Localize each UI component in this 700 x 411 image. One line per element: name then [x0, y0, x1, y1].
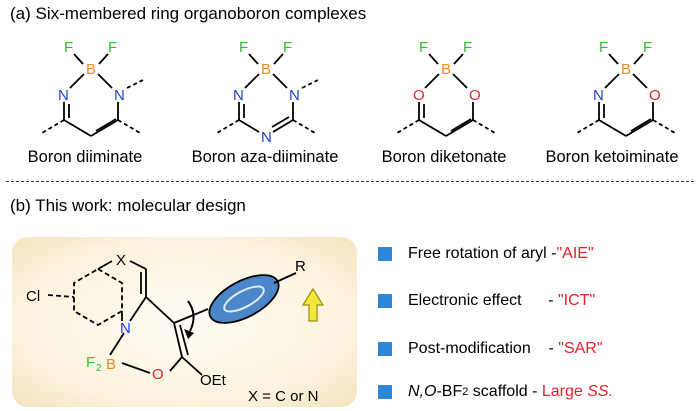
boron-atom: B	[261, 61, 271, 78]
feature-tag-italic: SS.	[587, 383, 614, 400]
fluorine-atom-1: F	[64, 39, 73, 56]
feature-item-ict: Electronic effect - "ICT"	[378, 290, 595, 312]
yellow-up-arrow-icon	[301, 287, 325, 322]
bullet-square-icon	[378, 294, 392, 308]
nitrogen-atom-right: N	[289, 87, 300, 104]
caption-boron-diketonate: Boron diketonate	[381, 148, 507, 166]
feature-text: Post-modification -	[408, 340, 559, 357]
fluorine-atom-2: F	[463, 39, 472, 56]
feature-prefix: -BF	[436, 383, 463, 400]
bullet-square-icon	[378, 385, 392, 399]
fluorine-atom-1: F	[239, 39, 248, 56]
feature-text: Free rotation of aryl -	[408, 245, 557, 262]
oet-group: OEt	[200, 372, 227, 389]
fluorine-atom-2: F	[643, 39, 652, 56]
caption-boron-aza-diiminate: Boron aza-diiminate	[191, 148, 339, 166]
nitrogen-atom-left: N	[233, 87, 244, 104]
feature-subscript: 2	[462, 386, 469, 398]
molecule-panel	[12, 237, 357, 407]
chlorine-atom: Cl	[26, 288, 40, 305]
nitrogen-atom-bottom: N	[261, 129, 272, 146]
rotation-arrow-icon	[187, 300, 195, 332]
x-atom: X	[116, 252, 126, 269]
x-legend: X = C or N	[248, 388, 318, 405]
feature-tag: "AIE"	[556, 245, 594, 262]
feature-text: Electronic effect -	[408, 292, 558, 309]
feature-tag: "ICT"	[557, 292, 596, 309]
caption-boron-diiminate: Boron diiminate	[27, 148, 143, 166]
nitrogen-atom-left: N	[593, 87, 604, 104]
boron-diketonate-structure: F F B O O	[396, 39, 496, 137]
oxygen-atom-right: O	[649, 87, 661, 104]
boron-ketoiminate-structure: F F B N O	[576, 39, 676, 137]
fluorine-atom-1: F	[419, 39, 428, 56]
feature-item-aie: Free rotation of aryl - "AIE"	[378, 243, 594, 265]
section-divider	[6, 181, 694, 182]
feature-tag: Large	[541, 383, 588, 400]
fluorine-atom-2: F	[108, 39, 117, 56]
nitrogen-atom-right: N	[114, 87, 125, 104]
boron-atom: B	[86, 61, 96, 78]
boron-atom: B	[106, 356, 116, 373]
feature-tag: "SAR"	[558, 340, 603, 357]
fluorine-label: F	[86, 354, 95, 371]
feature-text: scaffold -	[468, 383, 542, 400]
boron-atom: B	[621, 61, 631, 78]
bullet-square-icon	[378, 247, 392, 261]
feature-item-ss: N,O -BF 2 scaffold - Large SS.	[378, 381, 613, 403]
nitrogen-atom-left: N	[58, 87, 69, 104]
section-a-heading: (a) Six-membered ring organoboron comple…	[10, 4, 367, 23]
oxygen-atom-left: O	[413, 87, 425, 104]
nitrogen-atom: N	[120, 320, 131, 337]
designed-molecule-structure: Cl X N B F 2 O OEt R X = C or N	[26, 252, 325, 405]
oxygen-atom: O	[152, 366, 164, 383]
boron-atom: B	[441, 61, 451, 78]
feature-prefix-italic: N,O	[408, 383, 437, 400]
fluorine-subscript: 2	[96, 363, 102, 374]
boron-aza-diiminate-structure: F F B N N N	[216, 39, 319, 146]
caption-boron-ketoiminate: Boron ketoiminate	[545, 148, 679, 166]
section-b-heading: (b) This work: molecular design	[10, 196, 246, 215]
r-group: R	[295, 258, 306, 275]
boron-diiminate-structure: F F B N N	[41, 39, 144, 137]
fluorine-atom-1: F	[599, 39, 608, 56]
fluorine-atom-2: F	[283, 39, 292, 56]
feature-item-sar: Post-modification - "SAR"	[378, 338, 603, 360]
bullet-square-icon	[378, 342, 392, 356]
oxygen-atom-right: O	[469, 87, 481, 104]
